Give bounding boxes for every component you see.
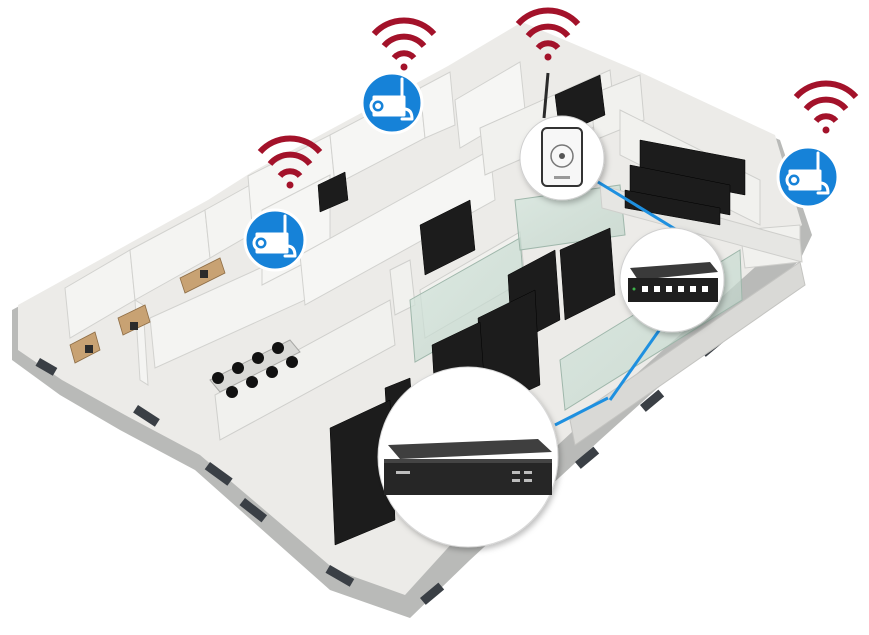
wifi-signal-icon [371,17,437,71]
conference-table [209,339,301,398]
security-camera-icon [243,208,307,272]
office-chairs [85,270,208,353]
security-camera-icon [360,71,424,135]
poe-network-switch [619,227,725,333]
wireless-access-point [519,72,605,201]
security-camera-icon [776,145,840,209]
building [12,22,812,618]
front-right-wall [569,261,806,446]
wifi-signal-icon [515,7,581,61]
wifi-signal-icon [793,80,859,134]
network-cables [554,180,681,427]
wifi-signal-icon [257,135,323,189]
network-video-recorder [377,366,559,548]
building-floor [18,22,802,595]
